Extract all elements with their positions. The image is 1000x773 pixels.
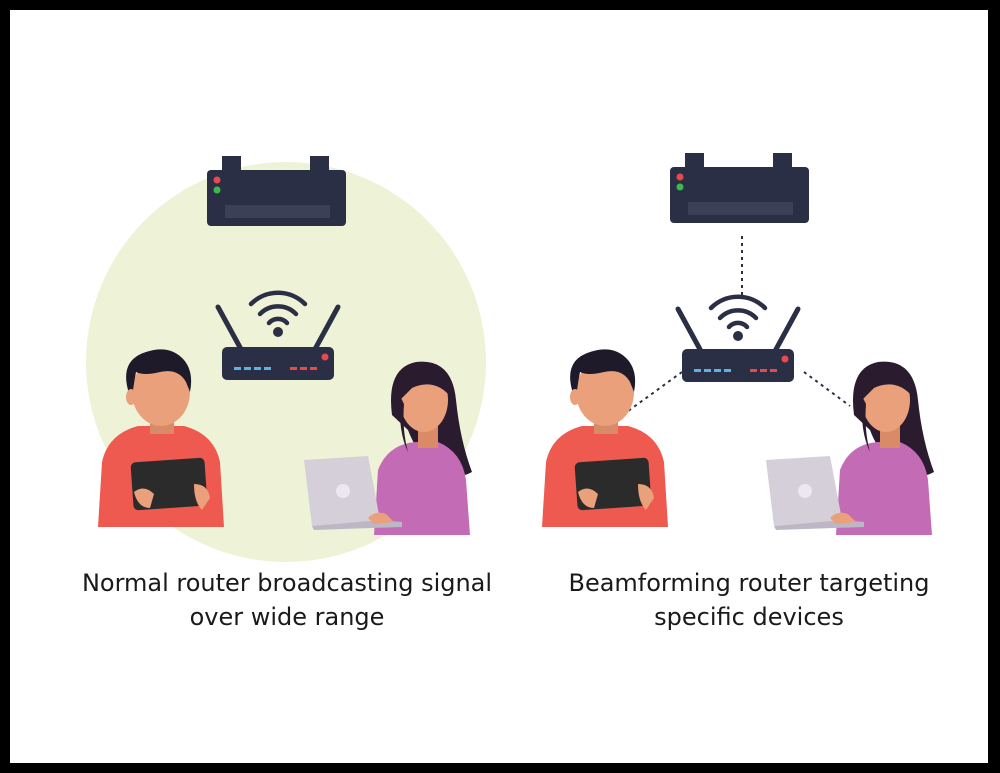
caption-line: specific devices [654, 603, 844, 631]
man-with-tablet-icon [542, 349, 668, 527]
caption-line: Normal router broadcasting signal [81, 569, 493, 597]
diagram-frame: Normal router broadcasting signal over w… [10, 10, 988, 763]
normal-router-caption: Normal router broadcasting signal over w… [67, 566, 507, 634]
beamforming-router-panel [542, 153, 934, 535]
beamforming-router-caption: Beamforming router targeting specific de… [529, 566, 969, 634]
beamforming-illustration [86, 153, 934, 562]
beam-to-man [623, 371, 683, 415]
caption-line: over wide range [189, 603, 385, 631]
wifi-signal-icon [711, 297, 765, 341]
normal-router-panel [86, 156, 486, 562]
access-point-icon [670, 153, 809, 223]
beam-to-woman [803, 371, 851, 407]
wifi-router-icon [678, 309, 798, 382]
caption-line: Beamforming router targeting [568, 569, 930, 597]
woman-with-laptop-icon [766, 361, 934, 535]
